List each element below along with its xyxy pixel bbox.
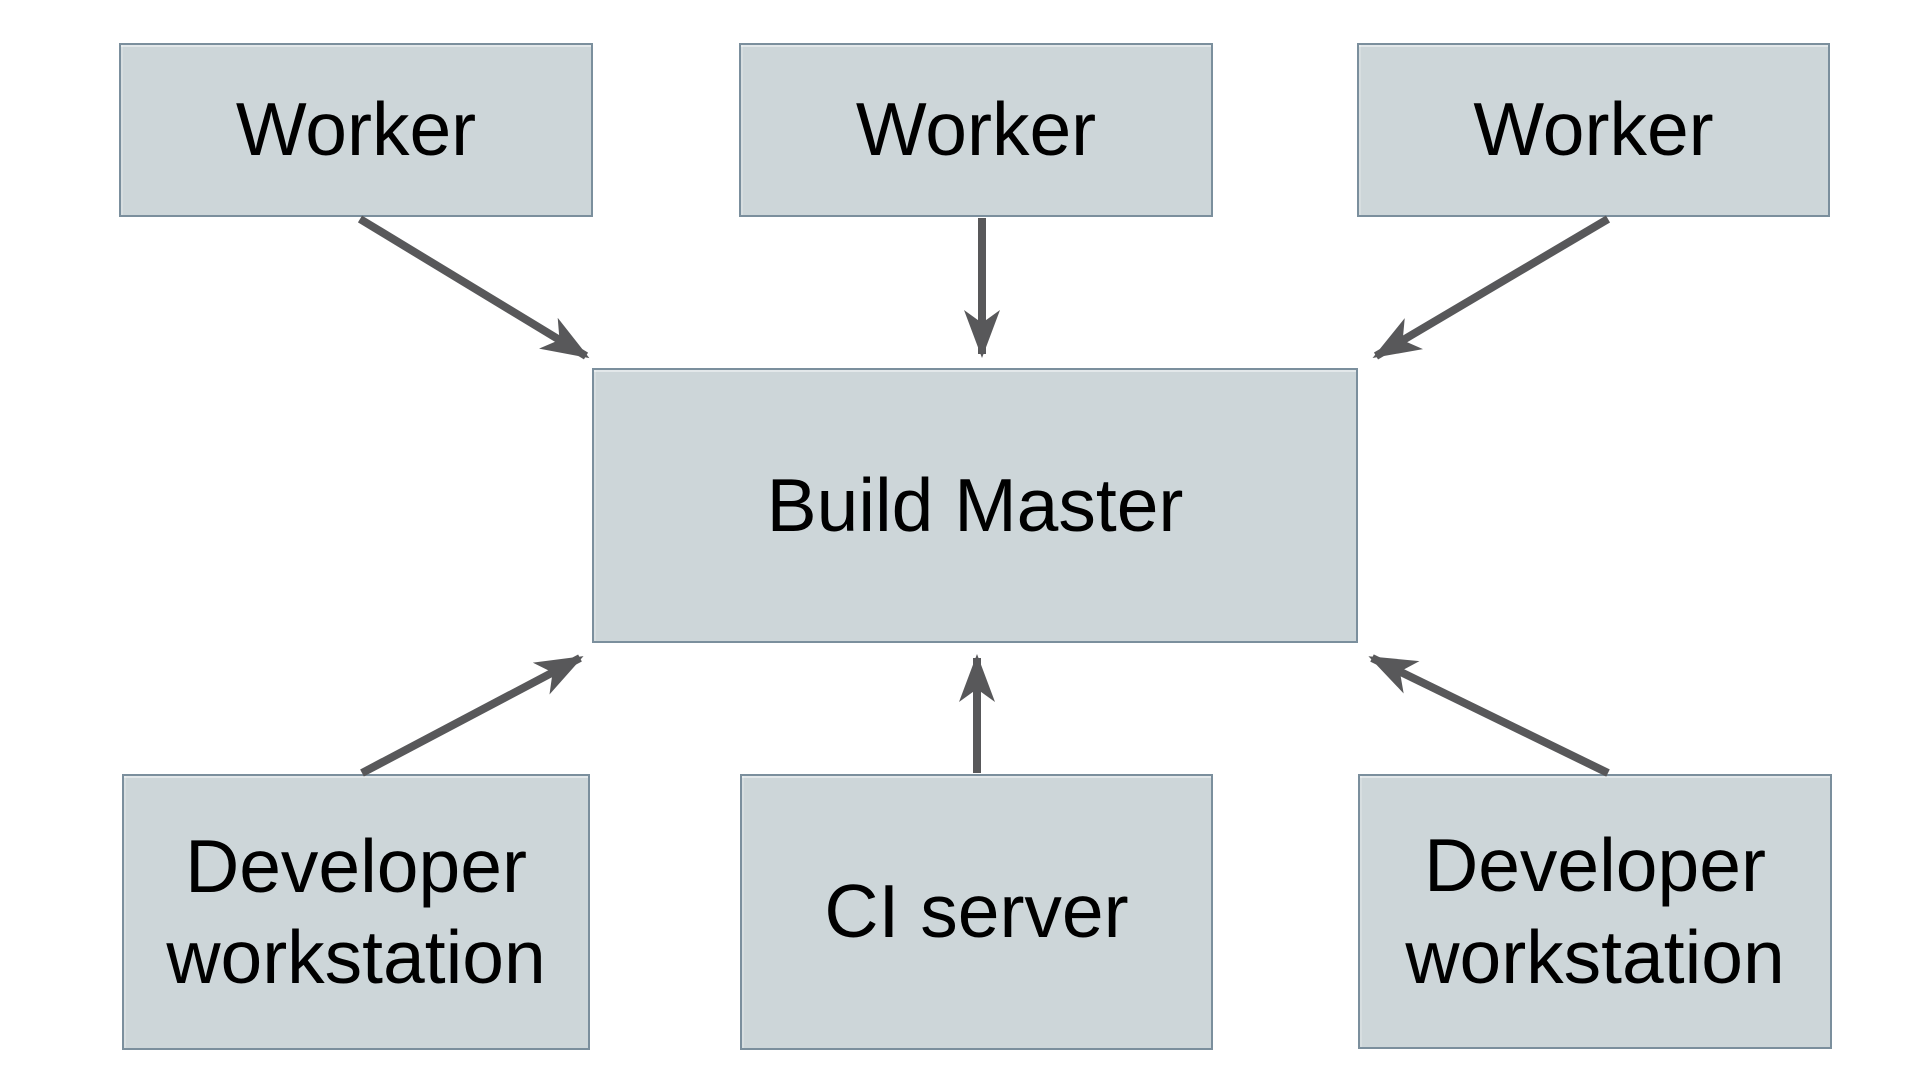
node-developer-workstation-right-label: Developer workstation: [1405, 823, 1785, 999]
node-developer-workstation-right: Developer workstation: [1358, 774, 1832, 1049]
node-ci-server: CI server: [740, 774, 1213, 1050]
node-worker-2: Worker: [739, 43, 1213, 217]
node-worker-1-label: Worker: [235, 87, 477, 172]
node-worker-1: Worker: [119, 43, 593, 217]
arrow-worker-1-to-build-master: [357, 215, 590, 360]
node-worker-2-label: Worker: [855, 87, 1097, 172]
node-build-master: Build Master: [592, 368, 1358, 643]
node-build-master-label: Build Master: [766, 462, 1184, 547]
arrow-developer-workstation-left-to-build-master: [360, 654, 584, 777]
node-ci-server-label: CI server: [824, 869, 1129, 954]
arrow-worker-3-to-build-master: [1372, 215, 1611, 360]
node-worker-3-label: Worker: [1473, 87, 1714, 172]
node-developer-workstation-left: Developer workstation: [122, 774, 590, 1050]
arrow-developer-workstation-right-to-build-master: [1368, 654, 1610, 777]
node-worker-3: Worker: [1357, 43, 1830, 217]
node-developer-workstation-left-label: Developer workstation: [166, 823, 546, 1000]
